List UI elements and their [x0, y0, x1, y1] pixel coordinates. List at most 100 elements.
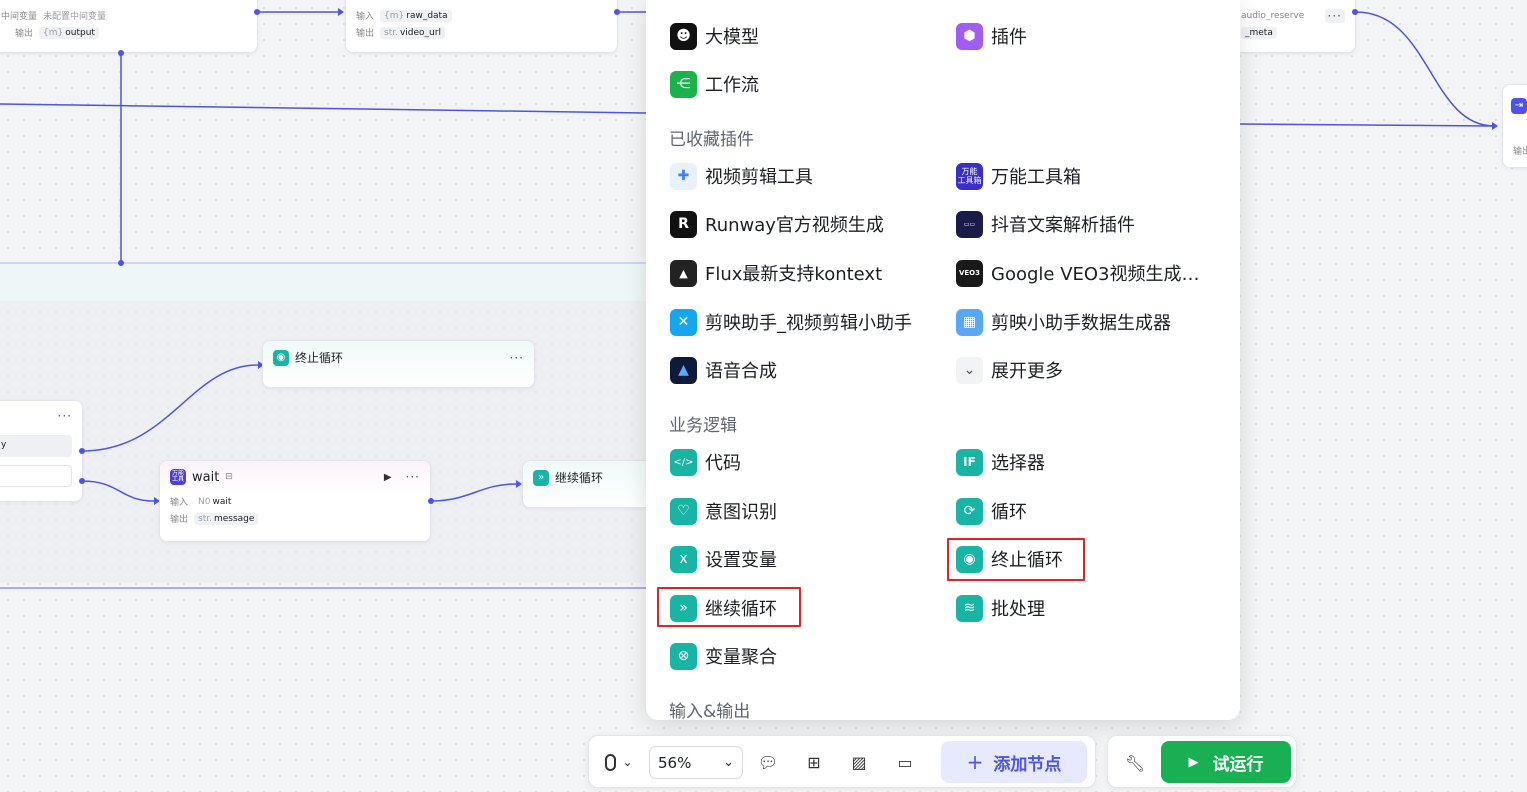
workflow-icon: ⋲	[670, 70, 697, 98]
section-title-io: 输入&输出	[669, 702, 751, 720]
panel-item-label: 剪映助手_视频剪辑小助手	[705, 313, 912, 334]
panel-item-label: 插件	[991, 27, 1027, 48]
logic-code[interactable]: </> 代码	[670, 446, 741, 478]
favorite-video-edit[interactable]: ✚ 视频剪辑工具	[670, 160, 813, 192]
input-tag: {m}raw_data	[380, 9, 452, 22]
expand-more[interactable]: ⌄ 展开更多	[956, 354, 1063, 386]
output-label: 输出	[1513, 147, 1527, 157]
trial-run-label: 试运行	[1212, 754, 1264, 775]
panel-item-label: 变量聚合	[705, 647, 777, 668]
logic-stop-loop[interactable]: ◉ 终止循环	[956, 543, 1063, 575]
douyin-icon: ▭▭	[956, 210, 983, 238]
port[interactable]	[254, 9, 260, 15]
tts-icon: ▲	[670, 356, 697, 384]
logic-intent[interactable]: ♡ 意图识别	[670, 495, 777, 527]
panel-item-label: Google VEO3视频生成…	[991, 264, 1200, 285]
port[interactable]	[118, 260, 124, 266]
panel-item-label: 展开更多	[991, 361, 1063, 382]
section-title-favorites: 已收藏插件	[669, 130, 754, 150]
continue-loop-node[interactable]: » 继续循环	[522, 460, 662, 508]
trial-run-button[interactable]: ▶ 试运行	[1161, 741, 1291, 783]
flux-icon: ▲	[670, 259, 697, 287]
favorite-flux[interactable]: ▲ Flux最新支持kontext	[670, 257, 882, 289]
logic-selector[interactable]: IF 选择器	[956, 446, 1045, 478]
logic-loop[interactable]: ⟳ 循环	[956, 495, 1027, 527]
plugin-cube-icon: ⬢	[956, 22, 983, 50]
comment-icon: 💬︎	[757, 752, 779, 772]
run-node-icon[interactable]: ▶	[383, 471, 392, 483]
batch-icon: ≋	[956, 594, 983, 622]
output-label: 输出	[170, 515, 189, 525]
auto-layout-button[interactable]: ⊞	[801, 749, 827, 775]
panel-item-label: 循环	[991, 502, 1027, 523]
field-meta: _meta	[1241, 27, 1277, 39]
minimap-button[interactable]: ▭	[892, 749, 918, 775]
node-title: 终止循环	[295, 351, 344, 365]
port[interactable]	[1352, 9, 1358, 15]
more-icon[interactable]: ···	[57, 409, 72, 423]
panel-item-label: 万能工具箱	[991, 167, 1081, 188]
comment-button[interactable]: 💬︎	[755, 749, 781, 775]
wrench-icon: 🔧︎	[1124, 753, 1146, 773]
logic-batch[interactable]: ≋ 批处理	[956, 592, 1045, 624]
runway-icon: R	[670, 210, 697, 238]
more-icon[interactable]: ···	[1324, 9, 1345, 23]
add-node-label: 添加节点	[993, 754, 1062, 775]
mouse-icon	[605, 753, 617, 771]
port[interactable]	[79, 478, 85, 484]
logic-continue-loop[interactable]: » 继续循环	[670, 592, 777, 624]
logic-aggregate[interactable]: ⊗ 变量聚合	[670, 640, 777, 672]
panel-item-workflow[interactable]: ⋲ 工作流	[670, 68, 759, 100]
favorite-data-generator[interactable]: ▦ 剪映小助手数据生成器	[956, 306, 1171, 338]
add-node-button[interactable]: + 添加节点	[941, 741, 1087, 783]
plus-icon: +	[966, 750, 984, 774]
branch-node[interactable]: ··· y	[0, 400, 83, 502]
favorite-douyin[interactable]: ▭▭ 抖音文案解析插件	[956, 208, 1135, 240]
section-title-business-logic: 业务逻辑	[669, 416, 737, 436]
port[interactable]	[79, 448, 85, 454]
favorite-toolbox[interactable]: 万能工具箱 万能工具箱	[956, 160, 1081, 192]
panel-item-plugin[interactable]: ⬢ 插件	[956, 20, 1027, 52]
favorite-tts[interactable]: ▲ 语音合成	[670, 354, 777, 386]
logic-set-variable[interactable]: x 设置变量	[670, 543, 777, 575]
favorite-veo3[interactable]: VEO3 Google VEO3视频生成…	[956, 257, 1200, 289]
favorite-capcut[interactable]: ✕ 剪映助手_视频剪辑小助手	[670, 306, 912, 338]
chevron-down-icon: ⌄	[723, 755, 734, 770]
panel-item-llm[interactable]: ☻ 大模型	[670, 20, 759, 52]
port[interactable]	[118, 50, 124, 56]
port[interactable]	[428, 498, 434, 504]
intent-icon: ♡	[670, 497, 697, 525]
top-mid-node[interactable]: 输入 {m}raw_data 输出 str.video_url	[345, 0, 618, 53]
panel-item-label: 代码	[705, 453, 741, 474]
far-right-node[interactable]: ⇥ 输出	[1502, 84, 1527, 168]
set-variable-icon: x	[670, 545, 697, 573]
info-icon: ⊟	[225, 472, 233, 482]
canvas-toolbar: ⌄ 56% ⌄ 💬︎ ⊞ ▨ ▭ + 添加节点	[588, 735, 1096, 788]
more-icon[interactable]: ···	[509, 350, 524, 365]
more-icon[interactable]: ···	[405, 470, 420, 484]
top-left-node[interactable]: 中间变量 未配置中间变量 输出 {m}output	[0, 0, 258, 53]
toolbox-icon: 万能工具箱	[956, 162, 983, 190]
panel-item-label: 大模型	[705, 27, 759, 48]
zoom-select[interactable]: 56% ⌄	[649, 746, 743, 779]
settings-button[interactable]: 🔧︎	[1122, 750, 1148, 776]
output-tag: str.video_url	[380, 26, 445, 39]
top-right-node[interactable]: audio_reserve ··· _meta	[1230, 0, 1356, 53]
continue-loop-icon: »	[533, 469, 549, 486]
panel-item-label: 设置变量	[705, 550, 777, 571]
image-button[interactable]: ▨	[846, 749, 872, 775]
favorite-runway[interactable]: R Runway官方视频生成	[670, 208, 884, 240]
grid-layout-icon: ⊞	[807, 752, 821, 772]
intermediate-label: 中间变量	[1, 12, 38, 22]
stop-loop-node[interactable]: ◉ 终止循环 ···	[262, 340, 535, 388]
panel-item-label: 剪映小助手数据生成器	[991, 313, 1171, 334]
image-icon: ▨	[851, 752, 867, 772]
interaction-mode-button[interactable]: ⌄	[599, 750, 639, 774]
edge-arrow	[338, 8, 344, 16]
panel-item-label: 继续循环	[705, 599, 777, 620]
data-generator-icon: ▦	[956, 308, 983, 336]
port[interactable]	[614, 9, 620, 15]
zoom-value: 56%	[658, 753, 692, 772]
